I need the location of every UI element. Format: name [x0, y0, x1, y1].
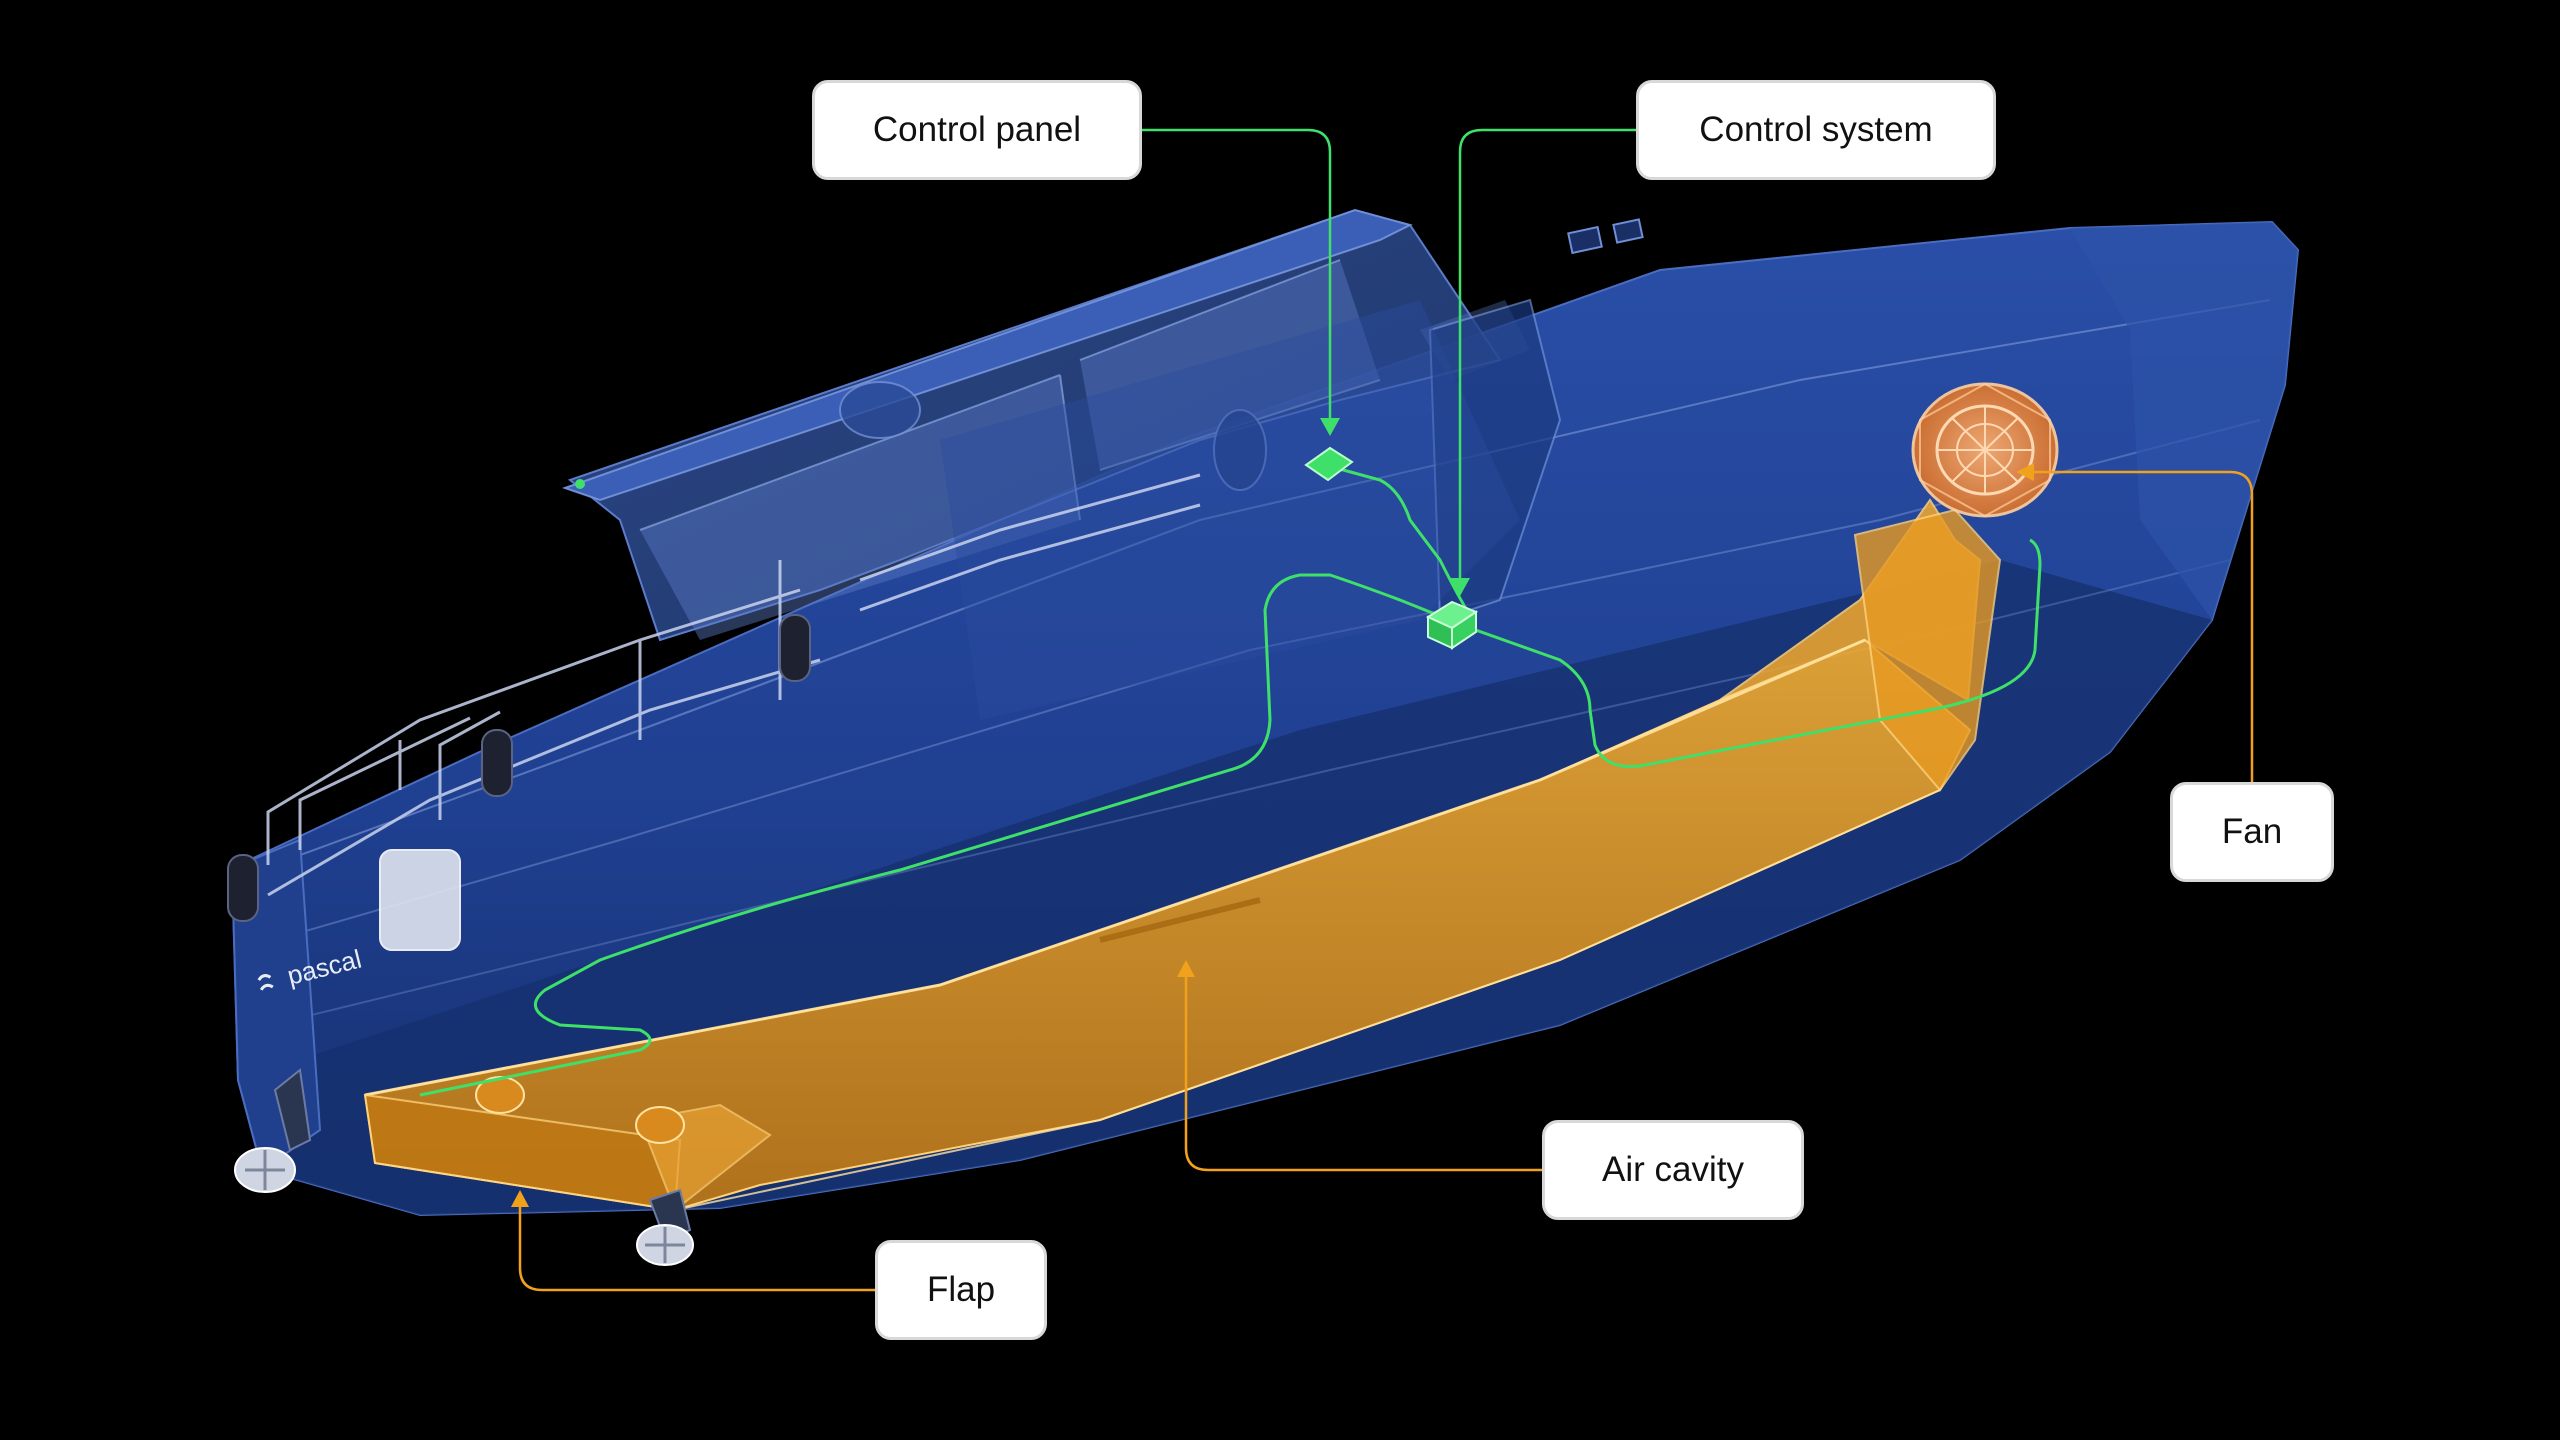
leader-fan	[2016, 463, 2254, 782]
propellers	[234, 1068, 694, 1266]
fan-unit	[1911, 382, 2059, 518]
leader-air-cavity	[1177, 960, 1542, 1172]
control-panel-label: Control panel	[812, 80, 1142, 180]
boat-cabin	[561, 208, 1644, 720]
deck-railings	[266, 473, 1201, 897]
control-panel-label-text: Control panel	[872, 110, 1082, 149]
control-system-box	[1425, 600, 1479, 650]
leader-control-system	[1450, 128, 1636, 596]
leader-control-panel	[1142, 128, 1340, 436]
flap-label: Flap	[875, 1240, 1047, 1340]
control-system-label: Control system	[1636, 80, 1996, 180]
air-cavity-duct	[363, 498, 2002, 1212]
air-cavity-label: Air cavity	[1542, 1120, 1804, 1220]
air-cavity-label-text: Air cavity	[1602, 1150, 1744, 1189]
fenders	[227, 614, 811, 922]
control-panel-device	[1304, 446, 1354, 482]
fan-label: Fan	[2170, 782, 2334, 882]
control-wiring	[419, 466, 2042, 1097]
flap-label-text: Flap	[926, 1270, 996, 1309]
deck-box	[379, 849, 461, 951]
control-system-label-text: Control system	[1699, 110, 1933, 149]
fan-label-text: Fan	[2221, 812, 2283, 851]
leader-flap	[511, 1190, 875, 1292]
